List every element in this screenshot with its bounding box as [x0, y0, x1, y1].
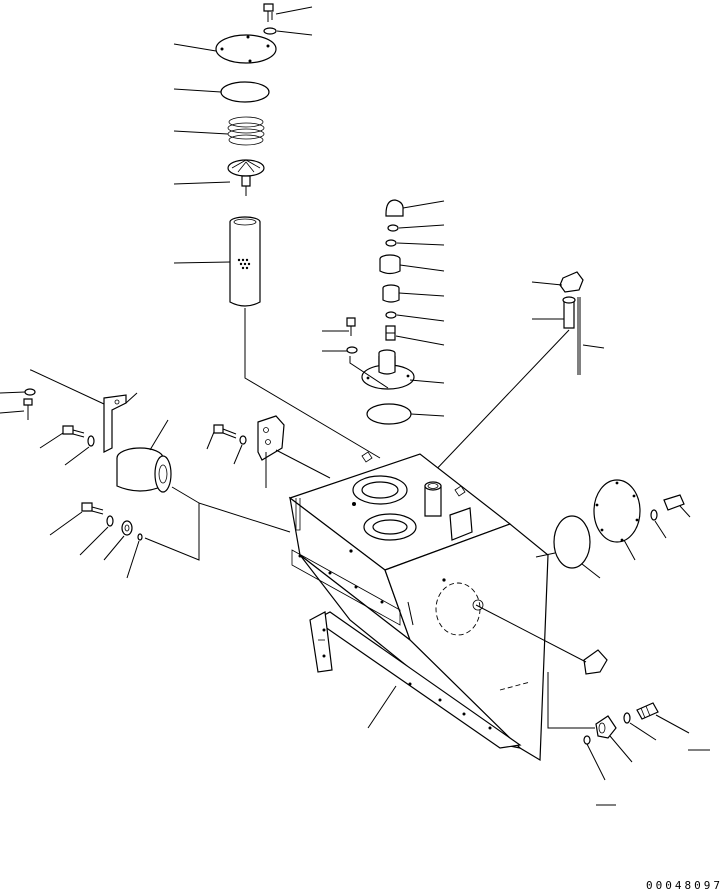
breather-body — [380, 255, 444, 274]
strainer-cover — [174, 35, 276, 63]
spring — [174, 117, 264, 145]
valve-assembly — [174, 160, 264, 196]
strainer-element — [174, 217, 380, 458]
hydraulic-tank — [290, 452, 548, 760]
dipstick — [578, 297, 604, 375]
breather-stem — [386, 326, 444, 345]
mounting-bolts — [50, 416, 330, 578]
drain-valve — [548, 672, 632, 780]
cover-o-ring — [174, 82, 269, 102]
breather-o-ring — [386, 312, 444, 321]
drain-plug — [473, 600, 607, 674]
level-gauge-plug — [532, 272, 583, 292]
inspection-cover — [594, 480, 690, 560]
filler-flange — [322, 318, 444, 389]
cover-bolt — [264, 4, 312, 22]
filter-cartridge — [40, 420, 199, 503]
drawing-number: 00048097 — [646, 879, 722, 892]
drain-hose-fitting — [596, 703, 710, 805]
breather-washer-1 — [388, 225, 444, 231]
filter-bracket — [0, 370, 137, 452]
filler-gasket — [367, 404, 444, 424]
level-gauge-pipe — [430, 297, 575, 476]
breather-nut — [383, 285, 444, 302]
cover-gasket — [536, 516, 600, 578]
breather-cap — [386, 200, 444, 216]
breather-washer-2 — [386, 240, 444, 246]
cover-washer — [264, 28, 312, 35]
